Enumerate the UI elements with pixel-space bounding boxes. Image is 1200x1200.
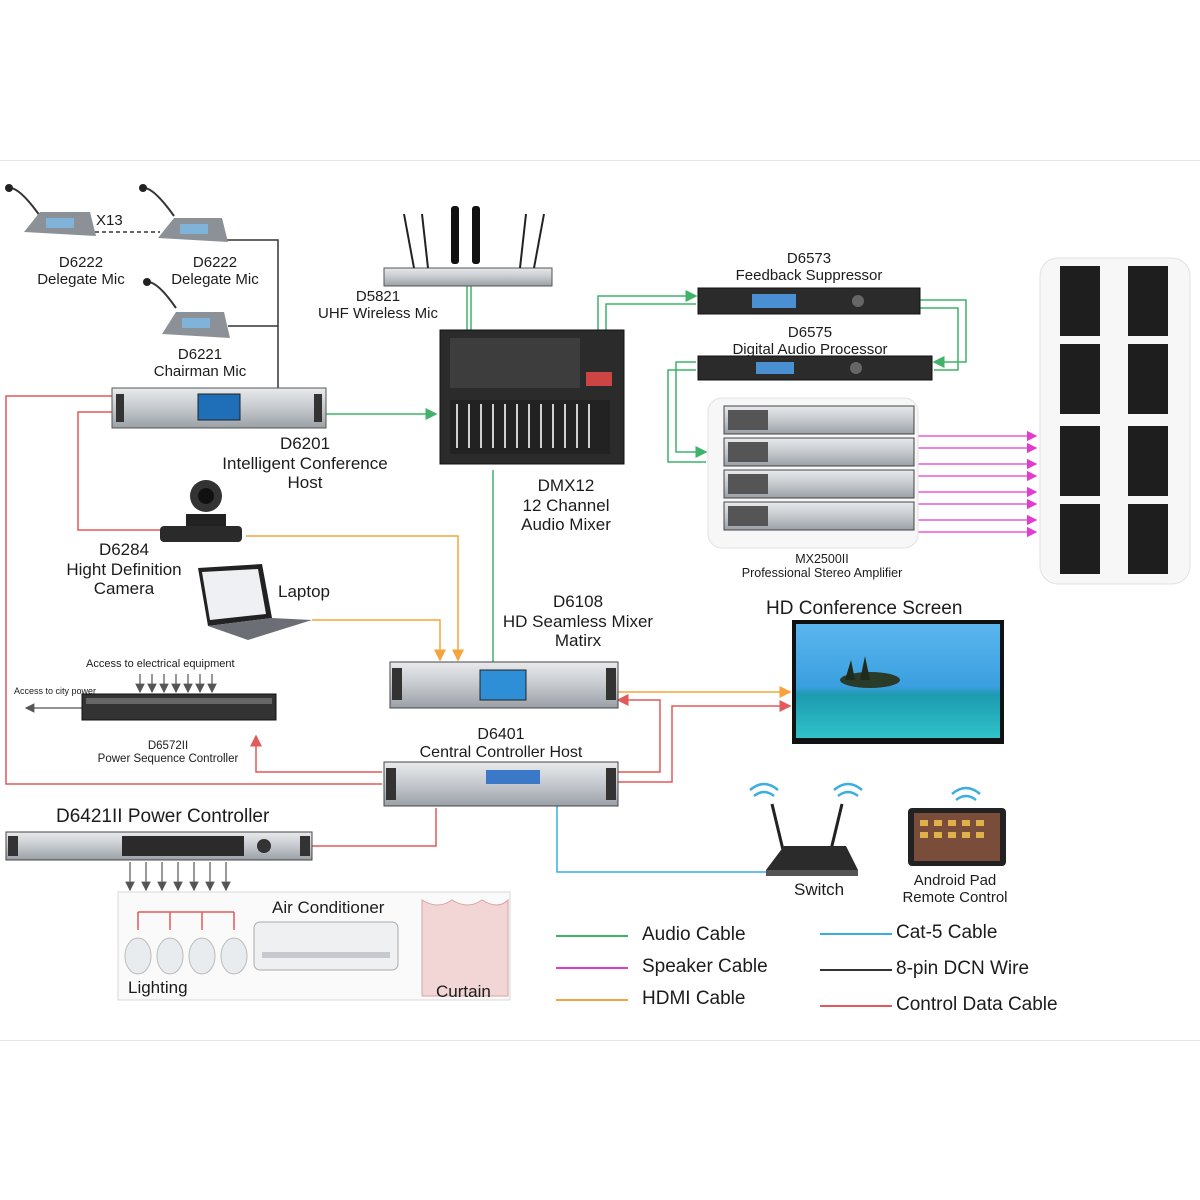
- conference-host-device: [111, 387, 327, 429]
- laptop-label: Laptop: [278, 582, 330, 601]
- power-sequence-device: [81, 693, 277, 721]
- speaker-icon: [1128, 504, 1168, 574]
- conference-screen-label: HD Conference Screen: [766, 598, 963, 619]
- amplifier-stack-device: [707, 397, 919, 549]
- audio-processor-device: [697, 355, 933, 381]
- bulb-icon: [220, 937, 248, 975]
- laptop-icon: [198, 564, 312, 640]
- delegate-mic-icon: [139, 184, 228, 242]
- power-controller-label: D6421II Power Controller: [56, 806, 270, 827]
- speaker-icon: [1128, 426, 1168, 496]
- bulb-icon: [156, 937, 184, 975]
- bulb-icon: [124, 937, 152, 975]
- audio-cables: [326, 286, 967, 662]
- central-controller-device: [383, 761, 619, 807]
- speaker-icon: [1060, 426, 1100, 496]
- hdmi-cables: [246, 535, 792, 698]
- curtain-icon: [421, 898, 509, 997]
- legend-swatch: [556, 967, 628, 969]
- legend-label: HDMI Cable: [642, 988, 746, 1009]
- speaker-icon: [1060, 266, 1100, 336]
- electrical-access-label: Access to electrical equipment: [86, 658, 235, 670]
- speaker-cables: [918, 430, 1038, 538]
- router-icon: [766, 803, 858, 876]
- x13-label: X13: [96, 212, 123, 229]
- speaker-icon: [1060, 344, 1100, 414]
- power-controller-device: [5, 831, 313, 861]
- audio-mixer-device: [439, 329, 625, 465]
- camera-icon: [160, 480, 242, 542]
- delegate-mic-icon: [5, 184, 96, 236]
- speaker-icon: [1060, 504, 1100, 574]
- bottom-divider: [0, 1040, 1200, 1041]
- air-conditioner-icon: [253, 921, 399, 971]
- legend-swatch: [556, 999, 628, 1001]
- curtain-label: Curtain: [436, 982, 491, 1001]
- switch-label: Switch: [794, 880, 845, 899]
- chairman-mic-icon: [143, 278, 230, 338]
- legend-swatch: [820, 969, 892, 971]
- air-conditioner-label: Air Conditioner: [272, 898, 385, 917]
- conference-screen-icon: [792, 620, 1004, 744]
- mixer-matrix-device: [389, 661, 619, 709]
- power-arrows: [24, 674, 231, 892]
- control-cables: [5, 395, 792, 847]
- tablet-icon: [908, 808, 1006, 866]
- legend-label: Control Data Cable: [896, 994, 1058, 1015]
- feedback-suppressor-device: [697, 287, 921, 315]
- speaker-array: [1039, 257, 1191, 585]
- legend-label: Cat-5 Cable: [896, 922, 998, 943]
- legend-swatch: [820, 933, 892, 935]
- speaker-icon: [1128, 266, 1168, 336]
- speaker-icon: [1128, 344, 1168, 414]
- wifi-icon: [749, 782, 981, 802]
- legend-label: Speaker Cable: [642, 956, 768, 977]
- top-divider: [0, 160, 1200, 161]
- legend-label: 8-pin DCN Wire: [896, 958, 1030, 979]
- legend-label: Audio Cable: [642, 924, 746, 945]
- lighting-label: Lighting: [128, 978, 188, 997]
- dcn-cables: [88, 231, 279, 388]
- wireless-mic-device: [383, 206, 553, 287]
- legend-swatch: [556, 935, 628, 937]
- bulb-icon: [188, 937, 216, 975]
- city-power-label: Access to city power: [14, 686, 97, 696]
- legend-swatch: [820, 1005, 892, 1007]
- cat5-cables: [556, 806, 766, 873]
- load-devices-box: [117, 891, 511, 1001]
